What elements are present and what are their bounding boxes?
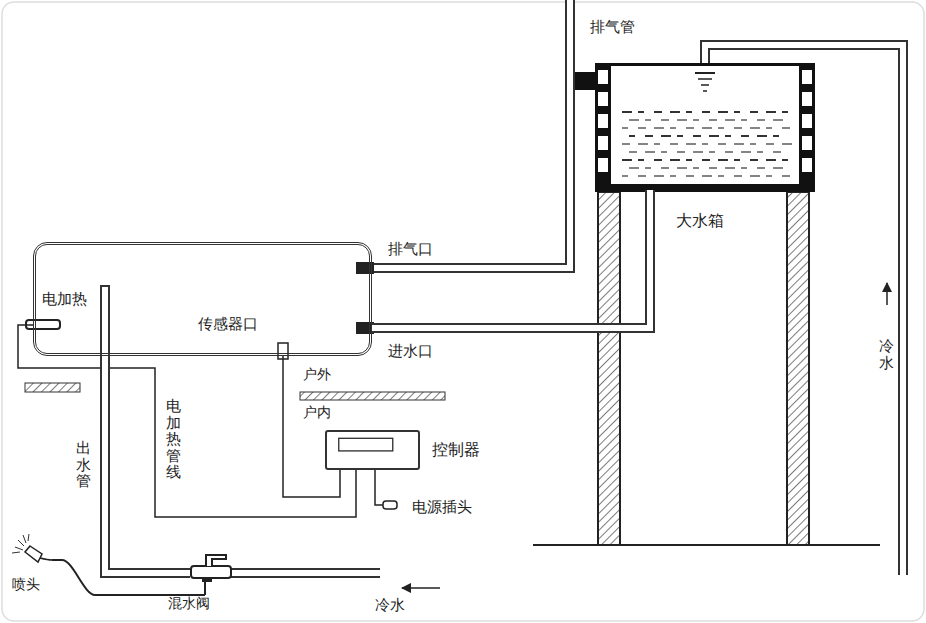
port-name: 进水口 (388, 342, 433, 360)
mixing-valve-shape (190, 548, 232, 582)
flow-label: 冷水 (375, 596, 405, 614)
shower-head: 喷头 (8, 532, 52, 566)
flow-arrow (886, 283, 888, 305)
ground-line (533, 544, 880, 546)
stand-leg (598, 192, 620, 545)
controller-box-shape (327, 432, 418, 468)
wire (283, 356, 340, 497)
flow-arrow (402, 587, 440, 589)
stand-leg (787, 192, 809, 545)
water-tank: 大水箱 (595, 63, 815, 190)
cold-water-pipe (705, 45, 903, 575)
node-label: 传感器口 (198, 315, 258, 333)
node-label: 电加热 (42, 290, 87, 308)
power-cord (375, 470, 383, 505)
controller-box: 控制器 (325, 430, 420, 470)
node-label: 混水阀 (168, 595, 210, 612)
shower-hose (52, 560, 205, 595)
water-pipe (105, 356, 190, 573)
wall-bar (300, 392, 445, 400)
power-plug (383, 501, 397, 509)
wall-bar (25, 383, 80, 392)
water-pipe (372, 190, 650, 328)
node-label: 大水箱 (676, 211, 724, 230)
connector-label: 出水管 (76, 440, 91, 490)
node-label: 喷头 (12, 576, 40, 593)
cold-inlet-pipe (230, 573, 380, 574)
exhaust-joint (575, 72, 597, 90)
tank-body (595, 63, 815, 192)
part-name: 电源插头 (412, 498, 472, 516)
outlet-pipe-inner (105, 285, 106, 358)
shower-head-shape (8, 532, 52, 566)
area-name: 户外 (303, 366, 331, 383)
water-heater-tank: 电加热传感器口 (33, 242, 372, 356)
node-label: 控制器 (432, 440, 480, 459)
flow-label: 冷水 (879, 338, 894, 371)
exhaust-pipe (372, 0, 570, 268)
area-name: 户内 (303, 404, 331, 421)
pipe-name: 排气管 (590, 18, 635, 36)
mixing-valve: 混水阀 (190, 548, 232, 582)
port-name: 排气口 (388, 240, 433, 258)
connector-label: 电加热管线 (166, 398, 181, 481)
